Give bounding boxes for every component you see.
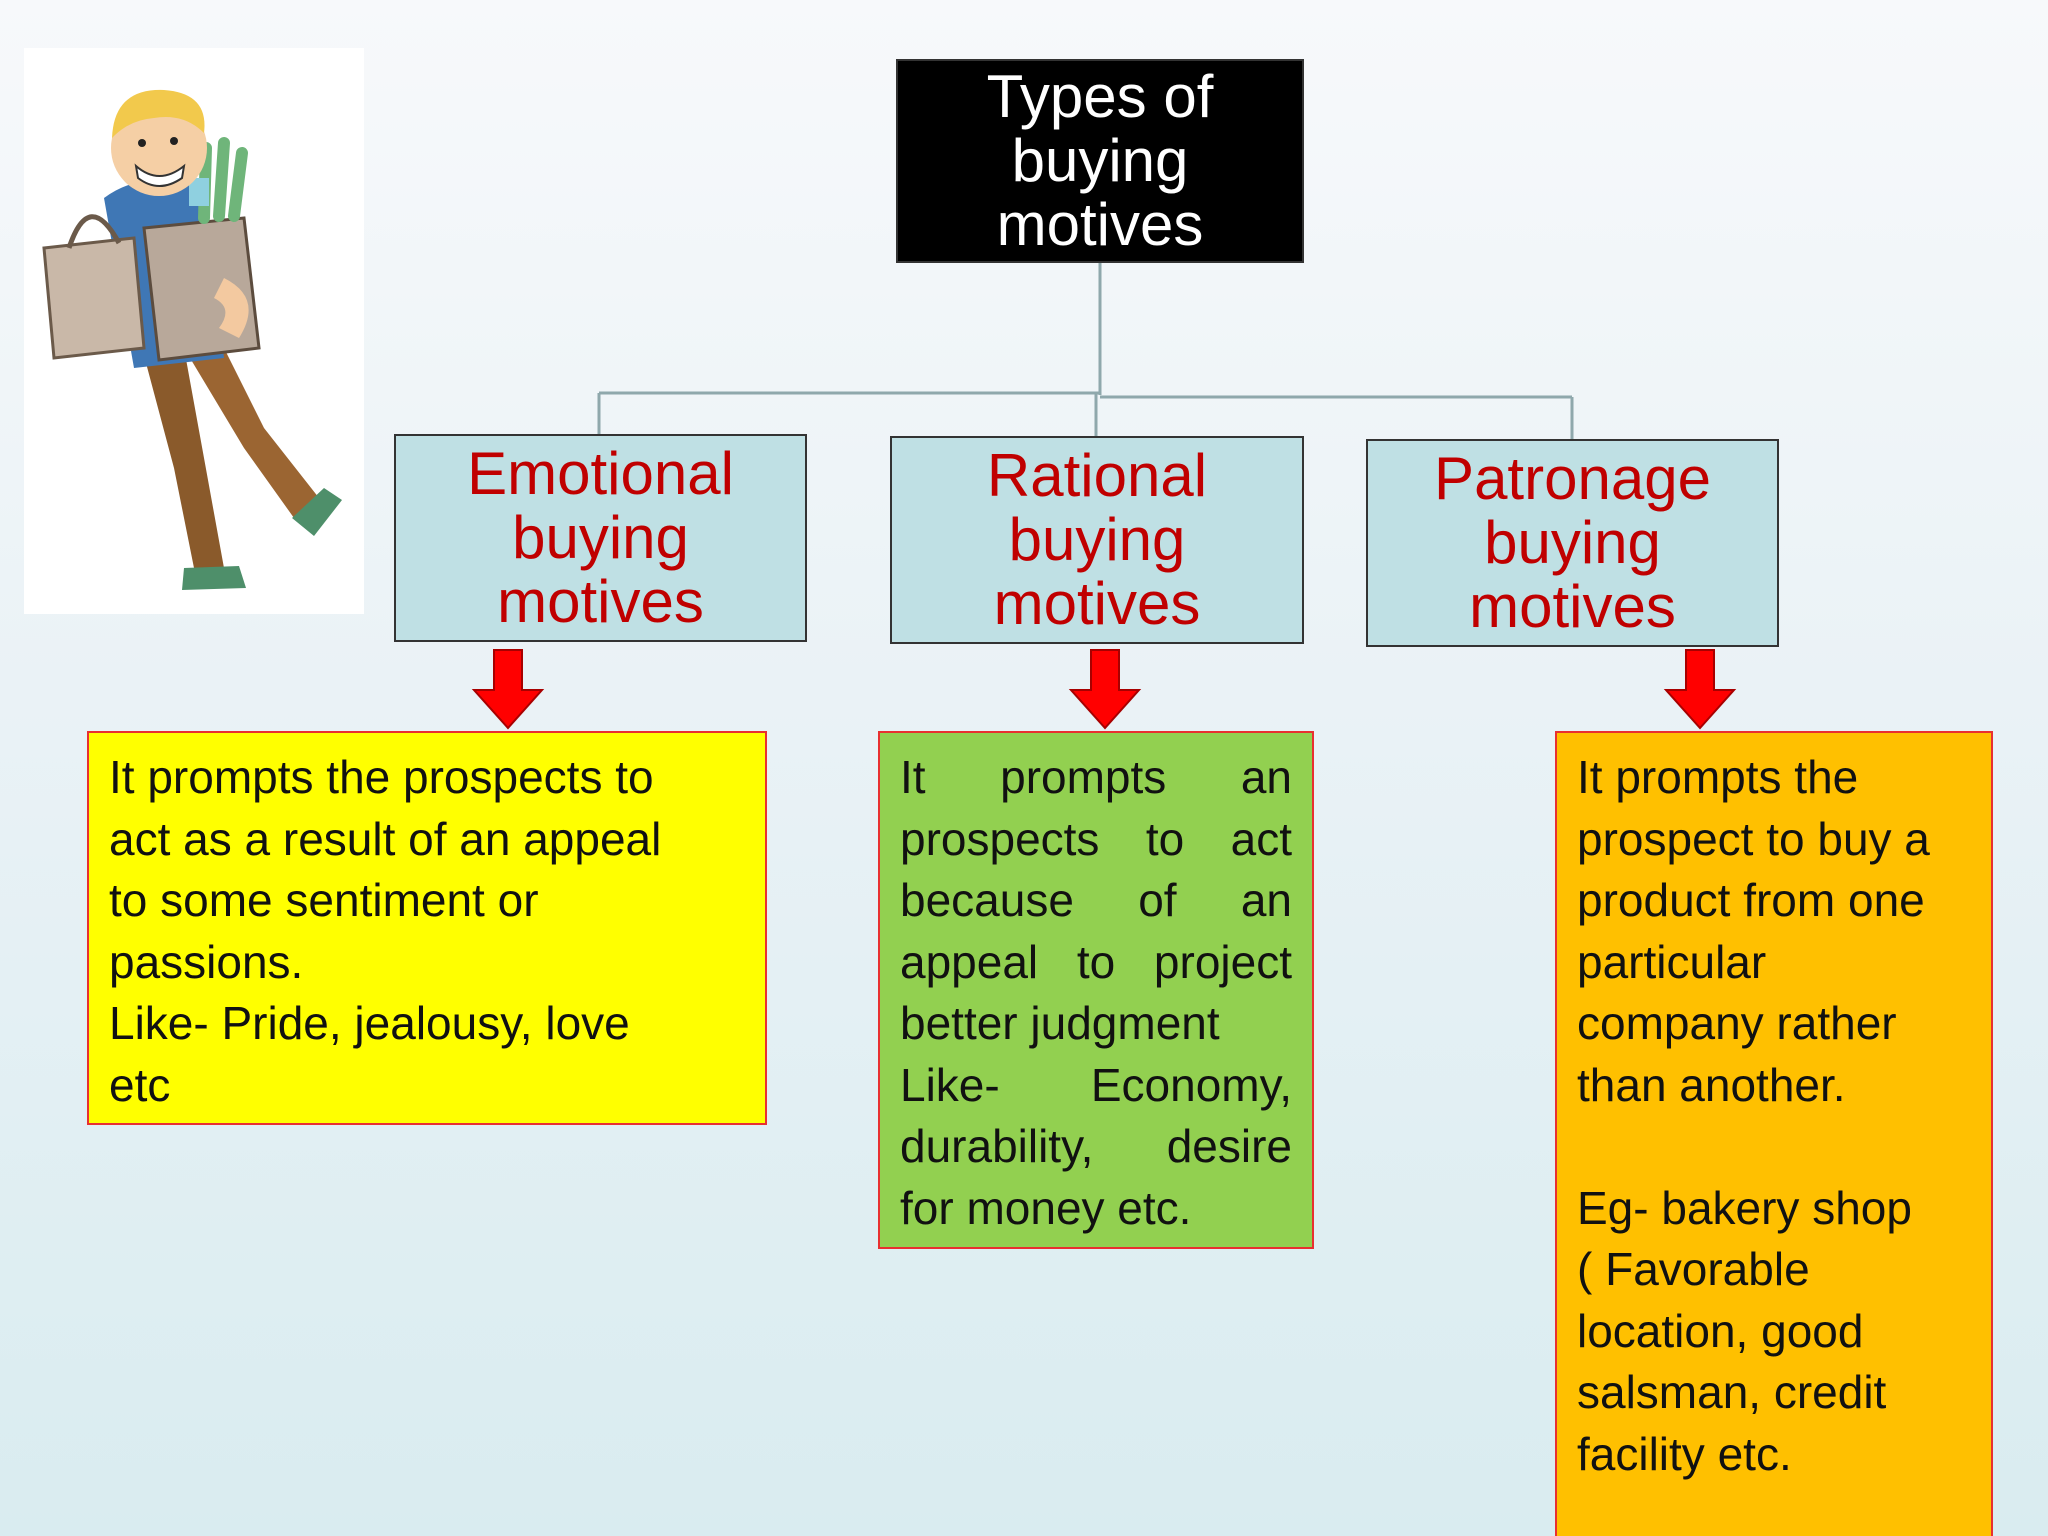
shopper-illustration [24, 48, 364, 614]
description-line: prospect to buy a [1577, 812, 1930, 865]
description-line: for money etc. [900, 1181, 1192, 1234]
description-line: product from one [1577, 874, 1925, 926]
category-label-line: motives [993, 570, 1201, 637]
description-line: prospects to act [900, 812, 1292, 865]
shopper-icon [42, 89, 342, 590]
description-line: company rather [1577, 997, 1897, 1049]
description-line: particular [1577, 935, 1767, 988]
category-label-line: buying [1484, 509, 1661, 576]
description-blank-line [1577, 1116, 1971, 1178]
description-line: act as a result of an appeal [109, 812, 662, 865]
category-patronage: Patronage buying motives [1366, 439, 1779, 647]
description-patronage: It prompts the prospect to buy a product… [1555, 731, 1993, 1536]
category-label-line: Emotional [467, 440, 734, 507]
description-line: durability, desire [900, 1120, 1292, 1172]
description-line: facility etc. [1577, 1427, 1792, 1480]
category-label-line: buying [1008, 506, 1186, 573]
description-line: to some sentiment or [109, 874, 539, 926]
description-line: better judgment [900, 997, 1220, 1049]
category-rational: Rational buying motives [890, 436, 1304, 644]
arrow-down-icon [471, 649, 545, 730]
root-title-line: Types of [986, 63, 1214, 130]
description-line: Like- Economy, [900, 1058, 1292, 1111]
description-line: Eg- bakery shop [1577, 1181, 1912, 1234]
description-rational: It prompts an prospects to act because o… [878, 731, 1314, 1249]
description-line: Like- Pride, jealousy, love [109, 997, 630, 1049]
root-title-line: buying [1011, 127, 1189, 194]
description-line: passions. [109, 935, 304, 988]
category-label-line: buying [512, 504, 689, 571]
description-line: location, good [1577, 1304, 1864, 1357]
root-title-line: motives [996, 191, 1204, 258]
root-node-types-of-buying-motives: Types of buying motives [896, 59, 1304, 263]
arrow-down-icon [1068, 649, 1142, 730]
description-line: appeal to project [900, 935, 1292, 988]
description-line: etc [109, 1058, 171, 1111]
category-emotional: Emotional buying motives [394, 434, 807, 642]
description-line: salsman, credit [1577, 1366, 1887, 1418]
description-line: than another. [1577, 1058, 1846, 1111]
description-line: ( Favorable [1577, 1243, 1810, 1295]
description-line: It prompts the [1577, 751, 1859, 803]
description-line: because of an [900, 874, 1292, 926]
category-label-line: motives [1469, 573, 1676, 640]
description-line: It prompts the prospects to [109, 751, 654, 803]
description-line: It prompts an [900, 751, 1292, 803]
category-label-line: Rational [986, 442, 1208, 509]
description-emotional: It prompts the prospects to act as a res… [87, 731, 767, 1125]
arrow-down-icon [1663, 649, 1737, 730]
category-label-line: Patronage [1434, 445, 1711, 512]
category-label-line: motives [497, 568, 704, 635]
